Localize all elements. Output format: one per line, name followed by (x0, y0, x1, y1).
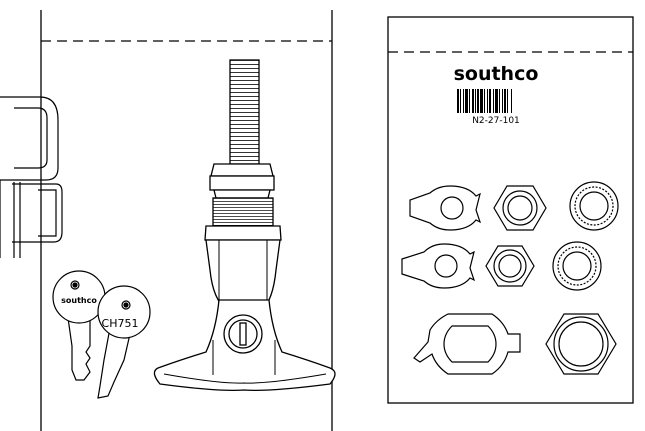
barcode-bar (511, 89, 512, 113)
barcode-bar (484, 89, 485, 113)
hex-nut-large (545, 313, 617, 375)
star-washer-1 (569, 181, 619, 231)
t-handle-latch (153, 59, 336, 392)
hardware-parts (401, 181, 619, 375)
part-number: N2-27-101 (472, 116, 520, 126)
barcode-bar (493, 89, 494, 113)
barcode-bar (495, 89, 498, 113)
star-washer-2 (552, 241, 602, 291)
barcode-bar (480, 89, 483, 113)
barcode-bar (489, 89, 491, 113)
barcode-bar (463, 89, 464, 113)
hex-nut-1 (493, 185, 547, 231)
hex-nut-2 (485, 245, 535, 287)
barcode-bar (457, 89, 459, 113)
barcode-bar (477, 89, 479, 113)
left-bag (40, 10, 333, 431)
key-logo-text: southco (61, 296, 97, 305)
right-bag (387, 16, 634, 404)
key-southco (52, 270, 106, 381)
barcode-bar (460, 89, 461, 113)
door-panel-fragment (0, 96, 63, 258)
key-code-text: CH751 (102, 317, 139, 330)
barcode-bar (502, 89, 503, 113)
cam-large (413, 313, 521, 375)
barcode-bar (507, 89, 508, 113)
barcode (457, 89, 512, 113)
barcode-bar (472, 89, 474, 113)
brand-logo: southco (454, 63, 539, 85)
cam-washer-2 (401, 243, 476, 289)
barcode-bar (469, 89, 470, 113)
barcode-bar (487, 89, 488, 113)
barcode-bar (499, 89, 500, 113)
barcode-bar (504, 89, 506, 113)
barcode-bar (465, 89, 468, 113)
cam-washer-1 (409, 185, 482, 231)
barcode-bar (475, 89, 476, 113)
key-ch751 (97, 285, 151, 399)
